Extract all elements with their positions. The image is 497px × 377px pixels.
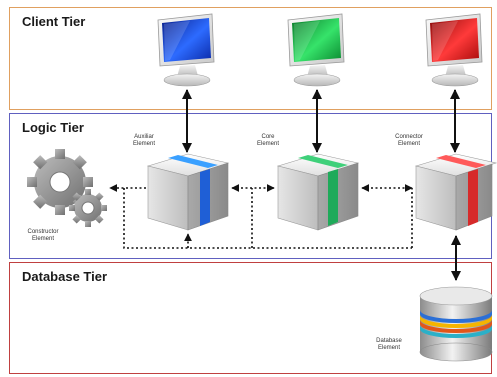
database-element-icon	[419, 286, 493, 362]
core-element-label-line1: Core	[261, 134, 275, 140]
constructor-element-gears-icon	[27, 149, 107, 227]
logic-tier-title: Logic Tier	[22, 120, 84, 135]
connector-element-label: Connector Element	[384, 134, 434, 148]
connector-element-cube-icon	[414, 153, 497, 231]
database-element-label-line1: Database	[376, 338, 402, 344]
logic-dotted-connectors	[109, 184, 413, 249]
auxiliar-element-label-line1: Auxiliar	[134, 134, 154, 140]
client-tier-panel: Client Tier	[9, 7, 492, 110]
core-element-label-line2: Element	[256, 141, 279, 147]
connector-element-label-line1: Connector	[395, 134, 423, 140]
dotted-bus-line	[123, 188, 412, 249]
core-element-cube-icon	[276, 153, 360, 231]
auxiliar-element-label: Auxiliar Element	[122, 134, 166, 148]
core-element-label: Core Element	[246, 134, 290, 148]
database-tier-panel: Database Tier	[9, 262, 492, 374]
auxiliar-element-cube-icon	[146, 153, 230, 231]
auxiliar-element-label-line2: Element	[132, 141, 155, 147]
connector-element-label-line2: Element	[397, 141, 420, 147]
monitor-blue-icon	[157, 13, 215, 87]
monitor-green-icon	[287, 13, 345, 87]
database-element-label: Database Element	[364, 338, 414, 352]
constructor-element-label: Constructor Element	[18, 229, 68, 243]
database-element-label-line2: Element	[377, 345, 400, 351]
constructor-element-label-line1: Constructor	[27, 229, 59, 235]
monitor-red-icon	[425, 13, 483, 87]
client-tier-title: Client Tier	[22, 14, 86, 29]
database-tier-title: Database Tier	[22, 269, 108, 284]
constructor-element-label-line2: Element	[31, 236, 54, 242]
